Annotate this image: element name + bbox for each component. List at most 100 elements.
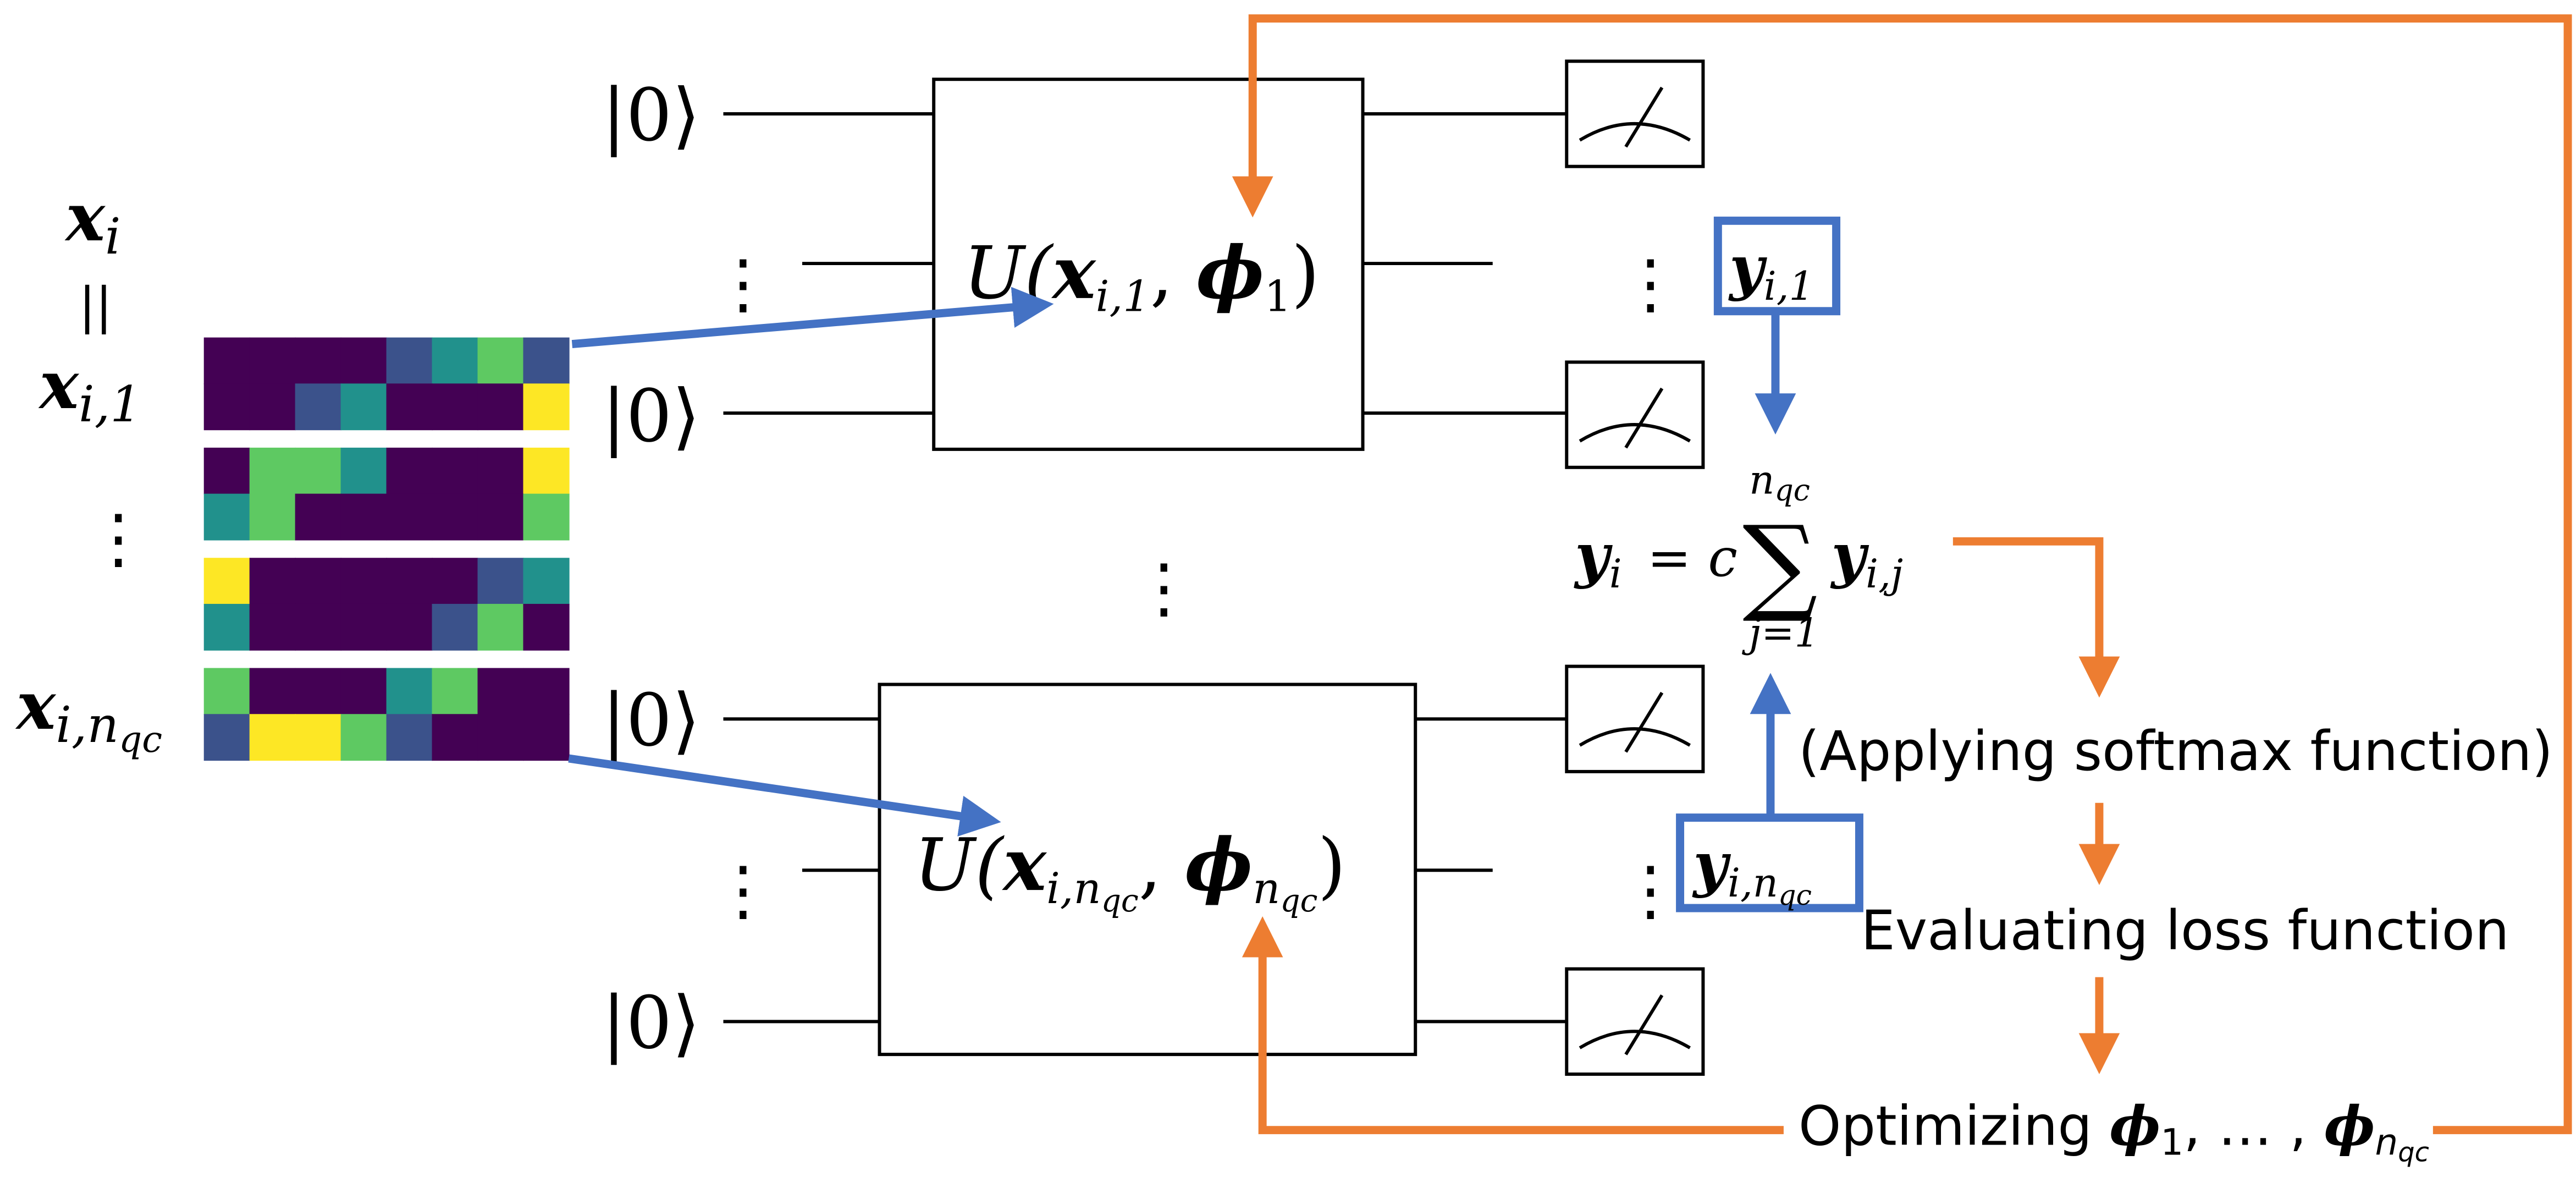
x-inqc-label: xi,nqc: [15, 668, 162, 761]
heatmap-cell: [432, 493, 478, 541]
heatmap-cell: [523, 447, 570, 494]
heatmap-cell: [386, 447, 433, 494]
heatmap-cell: [203, 493, 250, 541]
heatmap-cell: [295, 337, 341, 384]
heatmap-cell: [386, 668, 433, 715]
heatmap-cell: [386, 603, 433, 651]
ket-zero-1: |0⟩: [602, 74, 700, 158]
heatmap-cell: [340, 383, 387, 431]
heatmap-cell: [295, 447, 341, 494]
heatmap-cell: [203, 668, 250, 715]
heatmap-cell: [203, 558, 250, 605]
top-circuit-wires: [723, 112, 1567, 415]
arrow-x-i1-to-u1: [571, 287, 1054, 349]
unitary-box-top: [932, 78, 1365, 451]
unitary-label-bottom: U(xi,nqc, ϕnqc): [914, 822, 1345, 919]
heatmap-cell: [295, 493, 341, 541]
meter-icon: [1565, 664, 1705, 773]
heatmap-cell: [432, 447, 478, 494]
arrow-optimize-to-un: [1242, 916, 1784, 1135]
heatmap-cell: [432, 714, 478, 761]
heatmap-cell: [432, 603, 478, 651]
heatmap-cell: [477, 447, 524, 494]
arrow-x-inqc-to-un: [568, 754, 1001, 837]
ket-zero-4: |0⟩: [602, 981, 700, 1065]
unitary-label-top: U(xi,1, ϕ1): [963, 230, 1320, 322]
heatmap-cell: [340, 447, 387, 494]
heatmap-cell: [523, 714, 570, 761]
meter-vdots-bottom: ⋮: [1618, 853, 1684, 929]
heatmap-cell: [523, 558, 570, 605]
circuit-vdots: ⋮: [1131, 550, 1197, 626]
x-i1-label: xi,1: [38, 347, 142, 433]
meter-icon: [1565, 360, 1705, 469]
meter-icon: [1565, 59, 1705, 168]
heatmap-cell: [340, 714, 387, 761]
ket-zero-2: |0⟩: [602, 375, 700, 459]
heatmap-cell: [249, 337, 296, 384]
sum-lower: j=1: [1741, 610, 1819, 656]
heatmap-cell: [386, 337, 433, 384]
heatmap-cell: [477, 337, 524, 384]
heatmap-cell: [432, 558, 478, 605]
heatmap-cell: [432, 337, 478, 384]
x-i-label: xi: [64, 179, 121, 266]
heatmap-cell: [295, 714, 341, 761]
input-heatmap: [203, 337, 570, 761]
heatmap-cell: [249, 558, 296, 605]
formula-eq: = c: [1647, 527, 1737, 588]
blue-arrows: [568, 287, 1796, 837]
meter-icon: [1565, 967, 1705, 1076]
heatmap-cell: [295, 558, 341, 605]
heatmap-cell: [523, 493, 570, 541]
heatmap-cell: [477, 603, 524, 651]
softmax-step: (Applying softmax function): [1799, 720, 2553, 783]
heatmap-cell: [432, 383, 478, 431]
heatmap-cell: [477, 383, 524, 431]
heatmap-cell: [523, 383, 570, 431]
heatmap-cell: [477, 558, 524, 605]
heatmap-cell: [477, 493, 524, 541]
heatmap-cell: [203, 447, 250, 494]
input-vdots: ⋮: [85, 501, 151, 577]
arrow-sum-to-softmax: [1952, 537, 2120, 698]
heatmap-cell: [249, 603, 296, 651]
heatmap-cell: [249, 493, 296, 541]
meter-vdots-top: ⋮: [1618, 246, 1684, 322]
heatmap-cell: [523, 668, 570, 715]
heatmap-cell: [340, 493, 387, 541]
optimize-step: Optimizing ϕ1, … , ϕnqc: [1799, 1094, 2429, 1168]
arrow-optimize-to-u1: [1232, 14, 2572, 1135]
heatmap-cell: [477, 714, 524, 761]
heatmap-cell: [340, 603, 387, 651]
equals-glyph: ||: [79, 278, 112, 335]
formula-term: yi,j: [1830, 521, 1904, 597]
ket-zero-3: |0⟩: [602, 679, 700, 763]
heatmap-cell: [432, 668, 478, 715]
heatmap-cell: [249, 447, 296, 494]
heatmap-cell: [249, 383, 296, 431]
heatmap-cell: [523, 603, 570, 651]
heatmap-cell: [340, 668, 387, 715]
loss-step: Evaluating loss function: [1861, 899, 2509, 963]
y-inqc-label: yi,nqc: [1692, 830, 1812, 911]
heatmap-cell: [340, 558, 387, 605]
heatmap-cell: [203, 383, 250, 431]
heatmap-cell: [477, 668, 524, 715]
orange-arrows: [1232, 14, 2572, 1135]
heatmap-cell: [249, 714, 296, 761]
heatmap-cell: [386, 383, 433, 431]
heatmap-cell: [249, 668, 296, 715]
heatmap-cell: [523, 337, 570, 384]
heatmap-cell: [203, 714, 250, 761]
y-i1-label: yi,1: [1728, 233, 1814, 309]
heatmap-cell: [295, 668, 341, 715]
unitary-box-bottom: [878, 683, 1417, 1057]
bottom-circuit-wires: [723, 717, 1567, 1024]
heatmap-cell: [386, 558, 433, 605]
heatmap-cell: [203, 603, 250, 651]
heatmap-cell: [386, 714, 433, 761]
summation-formula: yi = c ∑ nqc j=1 yi,j: [1574, 457, 1903, 656]
sum-upper: nqc: [1749, 457, 1810, 508]
